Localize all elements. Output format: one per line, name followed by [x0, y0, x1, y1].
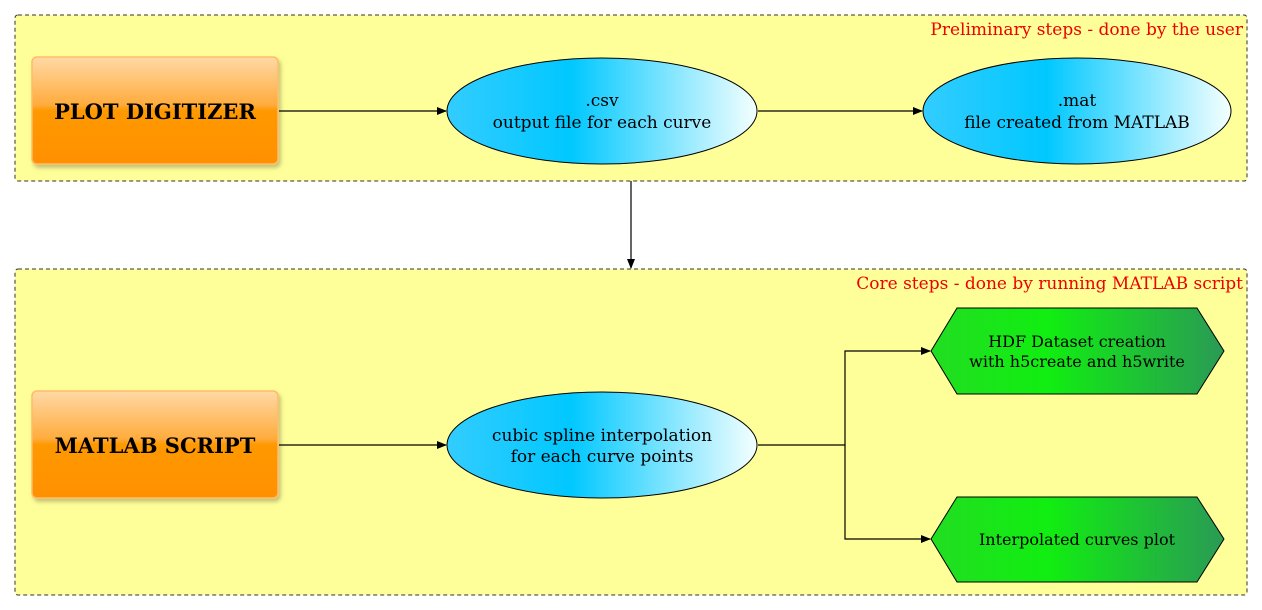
plot-digitizer-node — [31, 56, 279, 165]
core-panel-title: Core steps - done by running MATLAB scri… — [856, 274, 1243, 294]
connector-spline-branch — [758, 347, 931, 446]
preliminary-panel-title: Preliminary steps - done by the user — [930, 20, 1243, 40]
matlab-script-node — [31, 390, 279, 499]
csv-label-line1: .csv — [585, 91, 619, 111]
plot-digitizer-label: PLOT DIGITIZER — [54, 99, 256, 124]
spline-node — [446, 391, 758, 499]
spline-label-line1: cubic spline interpolation — [492, 426, 712, 446]
connector-spline-to-plot — [844, 445, 931, 543]
hdf-node — [930, 307, 1225, 395]
mat-node — [922, 57, 1232, 165]
csv-label-line2: output file for each curve — [493, 113, 712, 133]
matlab-script-label: MATLAB SCRIPT — [55, 433, 256, 458]
plot-node — [930, 496, 1225, 583]
hdf-label-line1: HDF Dataset creation — [988, 332, 1166, 351]
plot-label: Interpolated curves plot — [979, 530, 1176, 549]
csv-node — [446, 57, 758, 165]
spline-label-line2: for each curve points — [511, 447, 694, 467]
hdf-label-line2: with h5create and h5write — [969, 352, 1185, 371]
mat-label-line2: file created from MATLAB — [964, 113, 1190, 133]
mat-label-line1: .mat — [1058, 91, 1097, 111]
